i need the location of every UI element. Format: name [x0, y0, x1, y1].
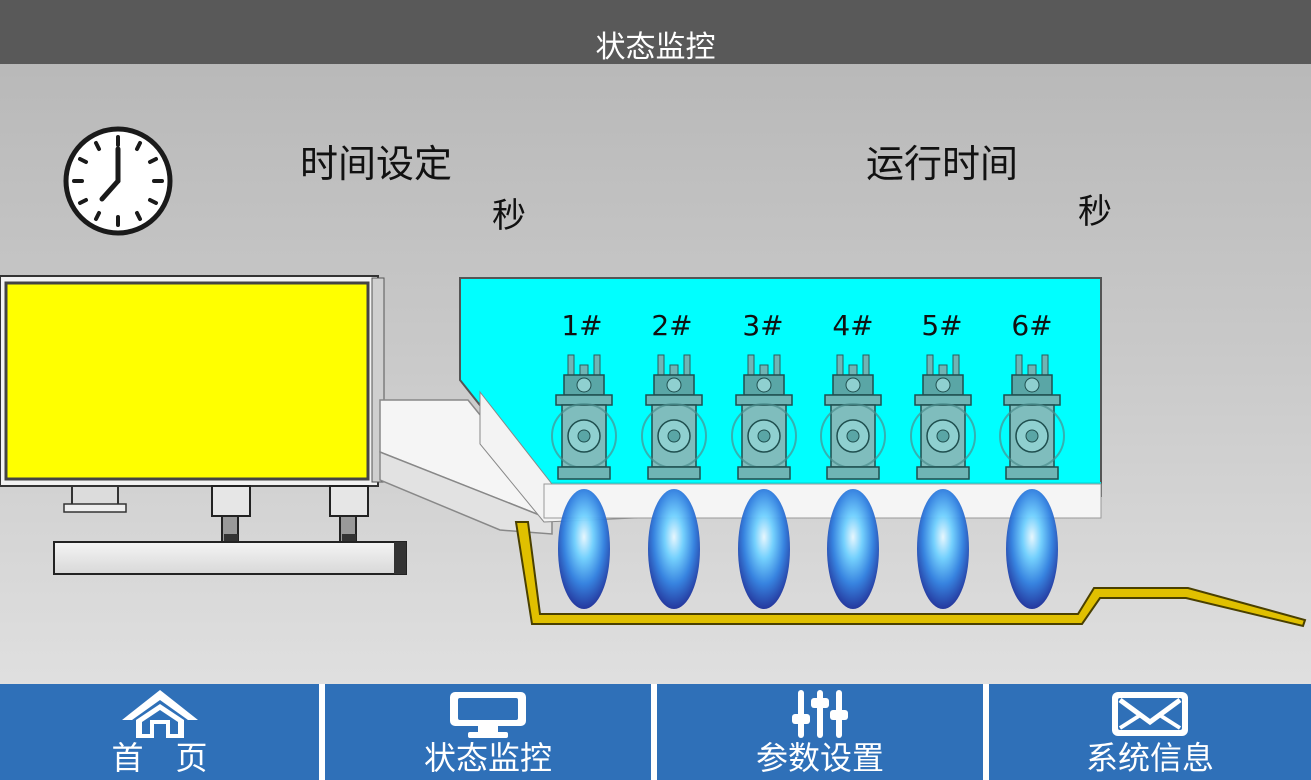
time-setting-label: 时间设定 — [300, 142, 453, 186]
clock-icon — [63, 126, 173, 236]
nav-sysinfo-button[interactable]: 系统信息 — [989, 684, 1311, 780]
burner-label-3: 3# — [742, 309, 784, 342]
burner-2 — [641, 354, 707, 609]
nav-home-label: 首 页 — [111, 739, 208, 777]
sliders-icon — [792, 690, 848, 738]
furnace-unit — [0, 275, 407, 575]
mail-icon — [1112, 692, 1188, 736]
time-setting-unit: 秒 — [492, 196, 526, 236]
burner-label-4: 4# — [832, 309, 874, 342]
machine-diagram — [0, 275, 1307, 628]
home-icon — [121, 690, 198, 738]
nav-settings-button[interactable]: 参数设置 — [657, 684, 983, 780]
nav-monitor-button[interactable]: 状态监控 — [325, 684, 651, 780]
burner-label-1: 1# — [561, 309, 603, 342]
burner-label-5: 5# — [921, 309, 963, 342]
nav-monitor-label: 状态监控 — [423, 739, 552, 777]
monitor-icon — [450, 692, 526, 738]
burner-6 — [999, 354, 1065, 609]
nav-home-button[interactable]: 首 页 — [0, 684, 319, 780]
page-title: 状态监控 — [595, 30, 716, 65]
burner-3 — [731, 354, 797, 609]
nav-sysinfo-label: 系统信息 — [1085, 739, 1214, 777]
burner-4 — [820, 354, 886, 609]
burner-1 — [551, 354, 617, 609]
burner-label-6: 6# — [1011, 309, 1053, 342]
run-time-label: 运行时间 — [866, 142, 1019, 186]
burner-5 — [910, 354, 976, 609]
burner-label-2: 2# — [651, 309, 693, 342]
monitor-area: 时间设定 秒 运行时间 秒 — [0, 64, 1311, 684]
nav-settings-label: 参数设置 — [755, 739, 884, 777]
run-time-unit: 秒 — [1078, 192, 1112, 232]
bottom-nav: 首 页 状态监控 参数设置 — [0, 684, 1311, 780]
burner-group — [551, 354, 1065, 609]
title-bar: 状态监控 — [0, 0, 1311, 65]
